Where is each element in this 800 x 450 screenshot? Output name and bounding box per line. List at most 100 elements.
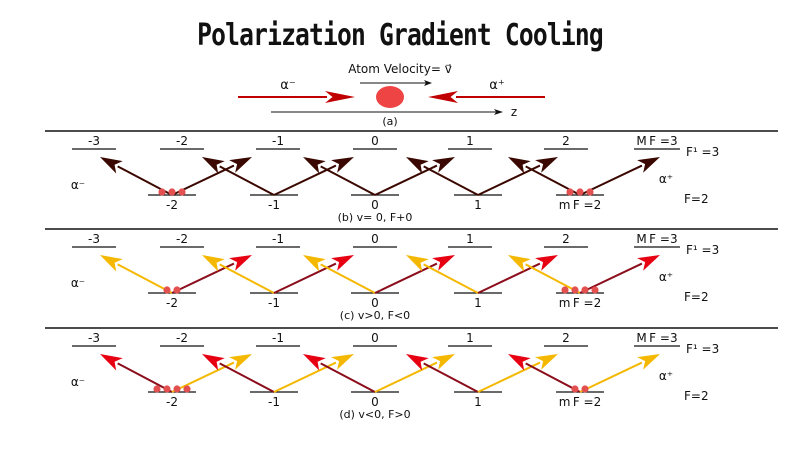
sigma-plus-arrow [374,157,455,196]
sigma-plus-arrow [273,255,354,294]
sigma-plus-arrow [374,354,455,393]
arrow-shaft [320,263,376,294]
arrow-head [406,157,429,174]
ground-level-label: m F =2 [559,296,602,310]
arrow-head [406,354,429,371]
atom [376,86,404,108]
arrow-shaft [219,362,275,393]
arrow-head [637,157,660,173]
arrow-head [303,157,326,174]
left-pol-label: α⁻ [71,375,85,389]
arrow-head [508,157,531,174]
population-dot [571,385,579,393]
sigma-minus-arrow [202,157,275,196]
arrow-head [331,157,354,173]
ground-F-label: F=2 [684,192,709,206]
ground-level-label: 0 [371,296,379,310]
excited-level-label: 1 [466,232,474,246]
arrow-head [637,255,660,271]
sigma-minus-arrow [100,255,173,294]
population-dot [566,188,574,196]
diagram-title: Polarization Gradient Cooling [197,18,604,53]
arrow-shaft [320,362,376,393]
ground-level-label: -1 [268,198,280,212]
population-dot [581,286,589,294]
sigma-plus-arrow [374,255,455,294]
arrow-shaft [171,262,235,294]
arrow-head [535,255,558,271]
population-dot [586,188,594,196]
arrow-head [508,354,531,371]
velocity-arrow [360,80,432,86]
ground-level-label: -2 [166,296,178,310]
arrow-shaft [117,263,173,294]
arrow-shaft [273,164,337,196]
sigma-minus-arrow [303,354,376,393]
arrow-head [202,354,225,371]
arrow-shaft [525,362,581,393]
population-dot [173,286,181,294]
right-pol-label: α⁺ [659,270,673,284]
population-dot [173,385,181,393]
excited-F-label: F¹ =3 [686,342,719,356]
arrow-shaft [423,263,479,294]
population-dot [576,188,584,196]
sigma-plus-arrow [171,354,252,393]
excited-F-label: F¹ =3 [686,243,719,257]
excited-level-label: 0 [371,232,379,246]
panel-a-label: (a) [382,115,397,128]
z-axis-label: z [511,105,517,119]
arrow-head [508,255,531,272]
right-pol-label: α⁺ [659,172,673,186]
sigma-plus-arrow [477,255,558,294]
excited-level-label: -2 [176,331,188,345]
population-dot [581,385,589,393]
ground-level-label: 1 [474,198,482,212]
sigma-plus-arrow [273,354,354,393]
right-beam-label: α⁺ [489,78,504,93]
arrow-shaft [423,165,479,196]
ground-level-label: 0 [371,198,379,212]
left-pol-label: α⁻ [71,178,85,192]
sigma-minus-arrow [406,354,479,393]
panel-caption: (d) v<0, F>0 [339,408,410,421]
arrow-shaft [477,262,541,294]
arrow-shaft [219,165,275,196]
population-dot [163,385,171,393]
arrow-head [331,354,354,370]
arrow-head [229,354,252,370]
excited-level-label: 0 [371,134,379,148]
arrow-shaft [423,362,479,393]
arrow-head [229,255,252,271]
excited-level-label: -3 [88,134,100,148]
panel-caption: (c) v>0, F<0 [340,309,410,322]
excited-mf-label: M F =3 [636,232,677,246]
arrow-head [535,354,558,370]
excited-level-label: -3 [88,331,100,345]
velocity-label: Atom Velocity= v⃗ [348,62,452,76]
arrow-head [535,157,558,173]
ground-level-label: -2 [166,395,178,409]
arrow-shaft [117,362,173,393]
sigma-minus-arrow [303,157,376,196]
arrow-shaft [171,361,235,393]
arrow-head [100,157,123,174]
arrow-head [100,255,123,272]
ground-level-label: -1 [268,296,280,310]
sigma-minus-arrow [406,255,479,294]
arrow-head [100,354,123,371]
excited-level-label: -1 [272,232,284,246]
excited-level-label: 1 [466,331,474,345]
ground-level-label: 0 [371,395,379,409]
population-dot [571,286,579,294]
arrow-shaft [579,361,643,393]
sigma-minus-arrow [100,354,173,393]
arrow-head [432,354,455,370]
ground-level-label: m F =2 [559,198,602,212]
arrow-shaft [374,361,438,393]
excited-level-label: -2 [176,232,188,246]
arrow-head [202,255,225,272]
